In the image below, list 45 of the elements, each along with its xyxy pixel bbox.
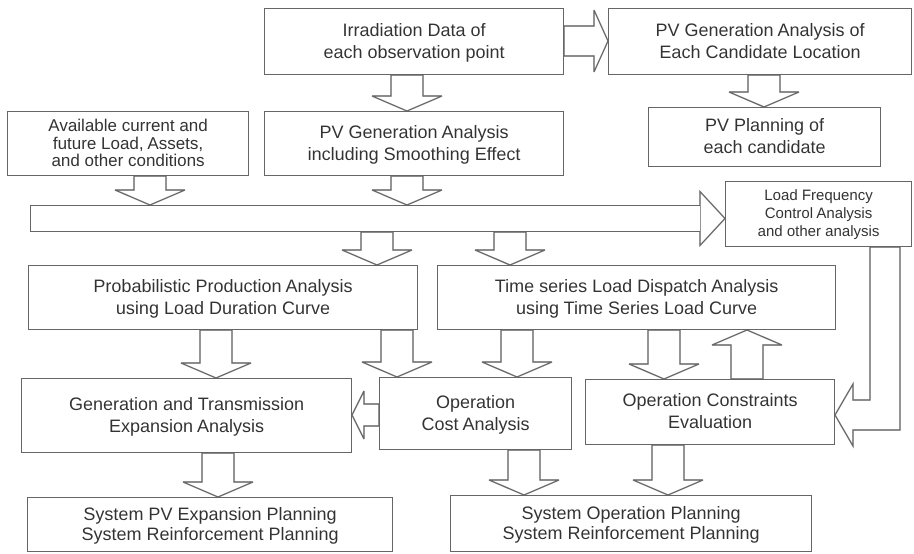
box-label: Load Frequency Control Analysis and other analysis — [756, 187, 880, 241]
box-label: Probabilistic Production Analysis using Load Duration Curve — [92, 276, 354, 320]
process-box — [27, 497, 393, 552]
process-box — [585, 379, 835, 445]
block-arrow — [632, 444, 704, 496]
process-box — [437, 265, 836, 330]
block-arrow — [563, 9, 609, 73]
block-arrow — [699, 190, 726, 248]
box-label: Generation and Transmission Expansion Analysis — [68, 394, 306, 438]
box-label: Available current and future Load, Assets, and other conditions — [47, 116, 209, 170]
box-label: Operation Cost Analysis — [420, 392, 531, 436]
block-arrow — [474, 231, 546, 266]
process-box — [725, 181, 912, 247]
process-box — [648, 107, 881, 167]
block-arrow — [341, 231, 413, 266]
flow-band — [30, 205, 700, 232]
box-label: Operation Constraints Evaluation — [621, 390, 799, 434]
box-label: System Operation Planning System Reinforcement Planning — [501, 504, 761, 544]
block-arrow — [114, 175, 186, 206]
box-label: PV Generation Analysis of Each Candidate Location — [654, 20, 866, 64]
block-arrow — [180, 329, 252, 379]
block-arrow — [371, 175, 443, 206]
block-arrow — [628, 329, 700, 380]
block-arrow — [371, 74, 443, 112]
block-arrow — [182, 452, 254, 498]
block-arrow — [728, 74, 800, 108]
process-box — [21, 378, 352, 453]
process-box — [264, 111, 564, 176]
block-arrow — [351, 390, 380, 440]
box-label: System PV Expansion Planning System Reinforcement Planning — [80, 504, 340, 544]
process-box — [379, 377, 572, 450]
block-arrow — [488, 449, 560, 496]
box-label: PV Generation Analysis including Smoothing Effect — [306, 122, 522, 166]
process-box — [28, 265, 418, 330]
box-label: Irradiation Data of each observation point — [322, 20, 506, 64]
block-arrow — [481, 329, 553, 378]
process-box — [450, 495, 812, 552]
block-arrow — [361, 329, 433, 378]
box-label: Time series Load Dispatch Analysis using Time Series Load Curve — [494, 276, 780, 320]
process-box — [264, 8, 564, 75]
box-label: PV Planning of each candidate — [702, 115, 827, 159]
process-box — [7, 111, 249, 176]
block-arrow — [711, 329, 783, 380]
process-box — [608, 8, 912, 75]
block-arrow — [834, 246, 901, 449]
